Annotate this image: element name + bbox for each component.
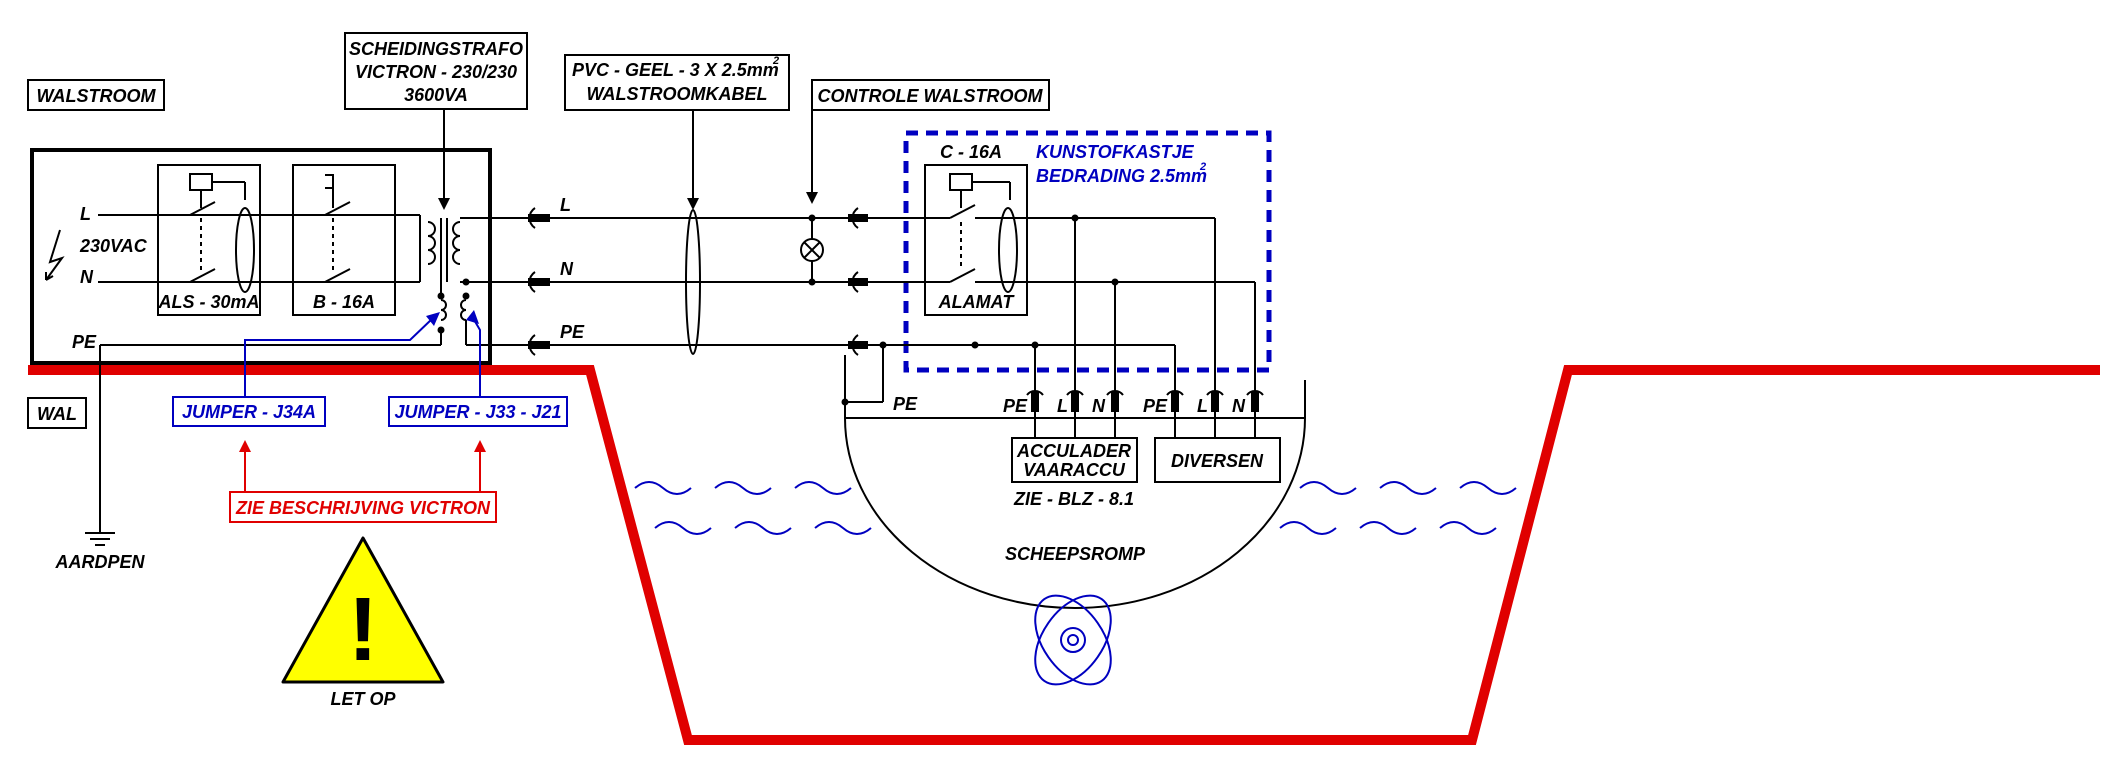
svg-text:SCHEIDINGSTRAFO: SCHEIDINGSTRAFO xyxy=(349,39,523,59)
quay-outline xyxy=(28,365,2100,745)
svg-text:2: 2 xyxy=(772,55,779,67)
aardpen-label: AARDPEN xyxy=(54,552,145,572)
lightning-icon xyxy=(45,229,65,281)
jumper-j33-j21: JUMPER - J33 - J21 xyxy=(388,310,568,427)
enclosure-pe-label: PE xyxy=(72,332,97,352)
svg-text:B - 16A: B - 16A xyxy=(313,292,375,312)
boat-inlet-sockets xyxy=(845,207,870,356)
wal-label: WAL xyxy=(27,397,87,429)
outlet-n-label-2: N xyxy=(1232,396,1246,416)
acculader-box: ACCULADER VAARACCU xyxy=(1011,437,1138,483)
controle-label: CONTROLE WALSTROOM xyxy=(811,79,1050,111)
svg-text:WAL: WAL xyxy=(37,404,77,424)
alamat-breaker: C - 16A ALAMAT xyxy=(924,142,1028,316)
svg-text:C - 16A: C - 16A xyxy=(940,142,1002,162)
outlet-sockets xyxy=(1026,390,1264,438)
kastje-enclosure xyxy=(903,130,1272,373)
trafo-label: SCHEIDINGSTRAFO VICTRON - 230/230 3600VA xyxy=(344,32,528,110)
svg-text:ALAMAT: ALAMAT xyxy=(938,292,1016,312)
svg-text:VICTRON - 230/230: VICTRON - 230/230 xyxy=(355,62,517,82)
walstroom-enclosure xyxy=(30,148,492,365)
enclosure-l-label: L xyxy=(80,204,91,224)
walstroom-label: WALSTROOM xyxy=(27,79,165,111)
outlet-pe-label-2: PE xyxy=(1143,396,1168,416)
svg-text:PVC - GEEL - 3 X 2.5mm: PVC - GEEL - 3 X 2.5mm xyxy=(572,60,779,80)
kastje-label-line1: KUNSTOFKASTJE xyxy=(1036,142,1195,162)
kastje-label-line2: BEDRADING 2.5mm xyxy=(1036,166,1207,186)
outlet-pe-label-1: PE xyxy=(1003,396,1028,416)
hull xyxy=(844,380,1306,609)
transformer-icon xyxy=(419,110,520,345)
svg-text:JUMPER - J33 - J21: JUMPER - J33 - J21 xyxy=(394,402,561,422)
svg-text:3600VA: 3600VA xyxy=(404,85,468,105)
earth-icon xyxy=(85,532,115,546)
enclosure-n-label: N xyxy=(80,267,94,287)
jumper-j34a: JUMPER - J34A xyxy=(172,312,440,427)
let-op-label: LET OP xyxy=(330,689,396,709)
svg-text:ACCULADER: ACCULADER xyxy=(1016,441,1131,461)
scheepsromp-label: SCHEEPSROMP xyxy=(1005,544,1146,564)
cable-n-label: N xyxy=(560,259,574,279)
svg-text:ZIE BESCHRIJVING VICTRON: ZIE BESCHRIJVING VICTRON xyxy=(235,498,491,518)
vac-label: 230VAC xyxy=(79,236,148,256)
svg-text:!: ! xyxy=(348,580,378,680)
svg-text:ALS - 30mA: ALS - 30mA xyxy=(157,292,259,312)
boat-pe-label: PE xyxy=(893,394,918,414)
warning-icon: ! xyxy=(281,536,445,684)
diversen-box: DIVERSEN xyxy=(1154,437,1281,483)
kabel-label: PVC - GEEL - 3 X 2.5mm 2 WALSTROOMKABEL xyxy=(564,54,790,111)
svg-text:WALSTROOM: WALSTROOM xyxy=(37,86,157,106)
kastje-sup: 2 xyxy=(1199,161,1206,173)
cable-l-label: L xyxy=(560,195,571,215)
outlet-n-label-1: N xyxy=(1092,396,1106,416)
svg-text:JUMPER - J34A: JUMPER - J34A xyxy=(182,402,316,422)
shore-sockets xyxy=(520,207,550,356)
zie-victron-note: ZIE BESCHRIJVING VICTRON xyxy=(229,440,497,523)
svg-text:WALSTROOMKABEL: WALSTROOMKABEL xyxy=(587,84,768,104)
propeller-icon xyxy=(1034,594,1112,686)
b16a-breaker: B - 16A xyxy=(292,164,396,316)
svg-text:DIVERSEN: DIVERSEN xyxy=(1171,451,1264,471)
svg-text:VAARACCU: VAARACCU xyxy=(1023,460,1126,480)
zie-blz-label: ZIE - BLZ - 8.1 xyxy=(1013,489,1134,509)
water-waves xyxy=(634,481,1517,535)
als-breaker: ALS - 30mA xyxy=(157,164,261,316)
cable-pe-label: PE xyxy=(560,322,585,342)
svg-text:CONTROLE WALSTROOM: CONTROLE WALSTROOM xyxy=(818,86,1044,106)
outlet-l-label-2: L xyxy=(1197,396,1208,416)
control-lamp xyxy=(800,110,824,286)
outlet-l-label-1: L xyxy=(1057,396,1068,416)
